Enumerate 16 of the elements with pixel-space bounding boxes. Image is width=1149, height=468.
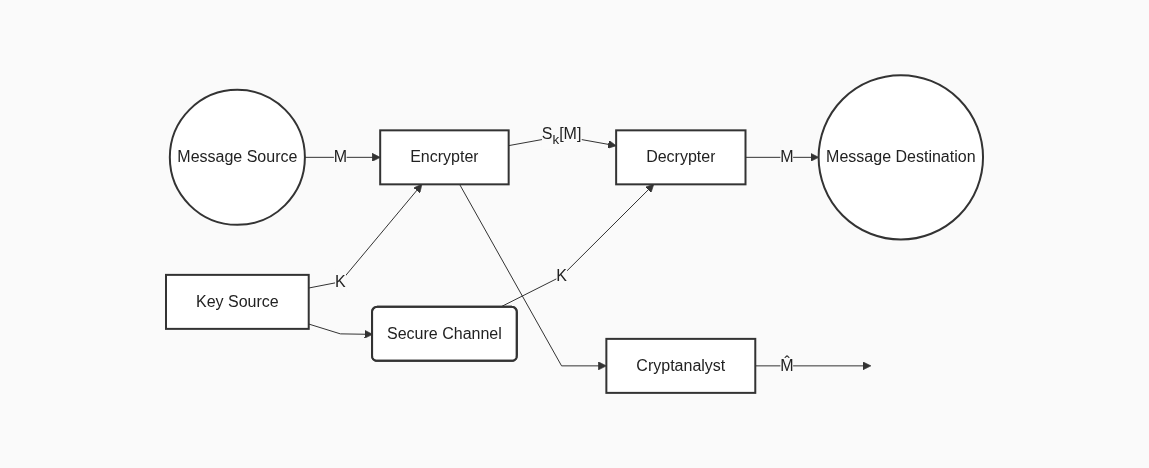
arrow — [304, 152, 381, 162]
node-box: Key Source — [165, 273, 310, 330]
edge-label: M — [780, 148, 794, 166]
edge-label: M — [333, 148, 348, 166]
arrow — [308, 183, 423, 289]
edge-label: S$_{k}$[M] — [541, 125, 582, 147]
arrow — [308, 323, 373, 339]
node-circle: Message Source — [168, 88, 306, 226]
node-box: Encrypter — [379, 129, 510, 186]
node-box: Decrypter — [615, 129, 747, 186]
edge-label: K — [556, 267, 567, 285]
arrow — [459, 183, 607, 371]
edge-label: M̂ — [780, 356, 794, 374]
node-circle: Message Destination — [817, 74, 984, 241]
node-box: Cryptanalyst — [605, 337, 757, 394]
edge-label: K — [335, 272, 346, 290]
